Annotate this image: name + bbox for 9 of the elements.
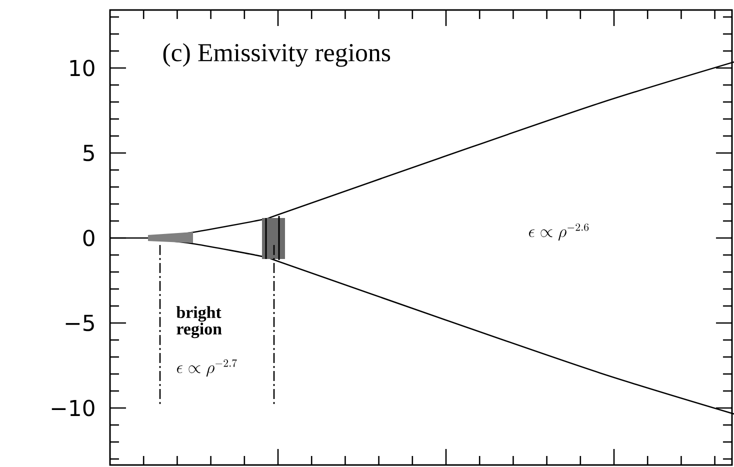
formula: $\epsilon\propto\rho^{-2.6}$ bbox=[529, 223, 589, 241]
tick-label: 10 bbox=[70, 60, 94, 76]
formula: $\epsilon\propto\rho^{-2.7}$ bbox=[177, 359, 237, 377]
region-label: bright region bbox=[176, 306, 222, 338]
title: (c) Emissivity regions bbox=[163, 43, 390, 67]
tick-label: 0 bbox=[83, 230, 94, 246]
tick-label: −5 bbox=[66, 314, 94, 332]
tick-label: −10 bbox=[52, 400, 94, 416]
tick-label: 5 bbox=[84, 144, 94, 162]
